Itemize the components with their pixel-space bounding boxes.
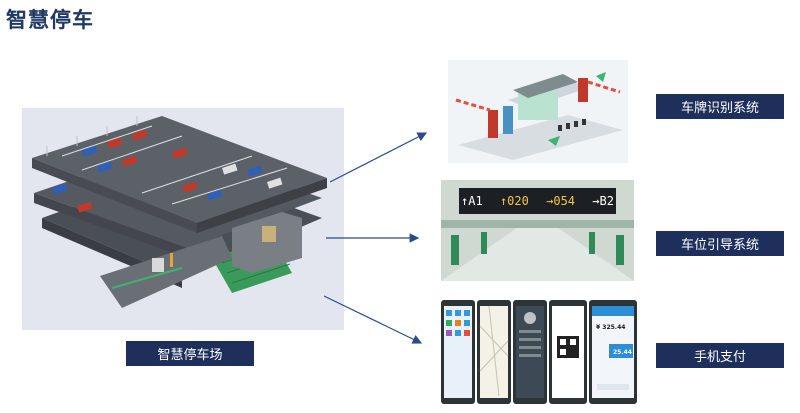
feature-label-box-1: 车牌识别系统 (656, 94, 784, 119)
garage-guidance-image: ↑A1 ↑020 →054 →B2 (441, 180, 634, 281)
main-caption: 智慧停车场 (157, 348, 223, 363)
gate-barrier-image (448, 60, 628, 163)
payment-amount-secondary: 25.44 (613, 349, 632, 356)
feature-label-mobile-pay: 手机支付 (693, 350, 746, 365)
arrow-to-plate-recognition (329, 132, 428, 183)
guidance-sign: ↑A1 ↑020 →054 →B2 (461, 190, 614, 212)
main-caption-box: 智慧停车场 (126, 341, 254, 366)
feature-label-plate-recognition: 车牌识别系统 (680, 101, 759, 116)
sign-left-count: ↑020 (499, 194, 529, 208)
payment-amount: ¥ 325.44 (596, 324, 626, 331)
feature-label-box-2: 车位引导系统 (656, 231, 784, 256)
sign-right-count: →054 (546, 194, 576, 208)
arrow-to-mobile-pay (323, 295, 423, 344)
sign-right-direction: →B2 (592, 194, 614, 208)
sign-left-direction: ↑A1 (461, 194, 483, 208)
page-title: 智慧停车 (6, 8, 94, 32)
feature-label-box-3: 手机支付 (656, 343, 784, 368)
mobile-app-image: ¥ 325.44 25.44 (439, 296, 640, 407)
feature-label-guidance: 车位引导系统 (680, 238, 759, 253)
parking-lot-illustration (22, 108, 344, 330)
